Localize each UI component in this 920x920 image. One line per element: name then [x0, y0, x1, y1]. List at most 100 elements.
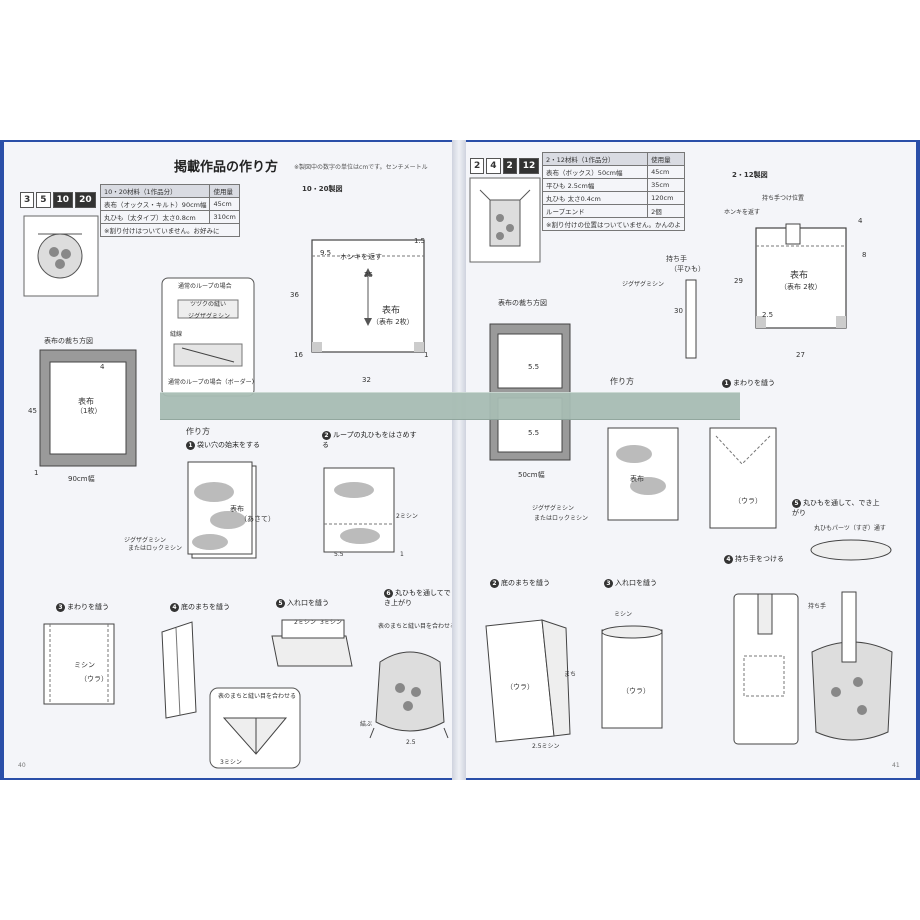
table-cell: 45cm	[209, 197, 240, 211]
pattern-part: 表布	[382, 306, 401, 316]
pattern-diagram	[755, 223, 847, 329]
item-tag: 2	[470, 158, 485, 174]
table-cell: ループエンド	[541, 204, 649, 218]
layout-dim: 1	[34, 469, 39, 477]
table-cell: 丸ひも 太さ0.4cm	[541, 191, 649, 205]
step-6-diagram	[369, 651, 449, 739]
table-cell: 35cm	[647, 178, 686, 192]
pattern-dim: 1.5	[414, 237, 426, 245]
pattern-dim: 9.5	[320, 249, 332, 257]
item-tag: 20	[75, 192, 96, 208]
step-label: （ウラ）	[506, 683, 534, 691]
pattern-label: 10・20製図	[302, 185, 343, 193]
step-5-diagram	[271, 619, 353, 667]
item-tag: 12	[518, 158, 540, 174]
pattern-label: 2・12製図	[732, 171, 768, 179]
item-tags: 3 5 10 20	[20, 192, 96, 208]
step-5-top-diagram	[810, 539, 892, 561]
pattern-part: （表布 2枚）	[780, 283, 822, 291]
pattern-dim: 16	[294, 351, 303, 359]
step-label: 持ち手	[808, 603, 827, 610]
strap-label: （平ひも）	[670, 265, 705, 273]
step-4-inset	[209, 687, 301, 769]
layout-dim: 5.5	[528, 363, 540, 371]
step-label: ジグザグミシン	[124, 537, 167, 544]
inset-label: 縫線	[170, 331, 183, 338]
table-header: 使用量	[209, 184, 240, 198]
layout-dim: 5.5	[528, 429, 540, 437]
item-tag: 4	[486, 158, 501, 174]
layout-dim: 90cm幅	[68, 475, 95, 483]
pattern-dim: 8	[862, 251, 867, 259]
table-cell: 表布（オックス・キルト）90cm幅	[99, 197, 211, 211]
loop-detail-inset	[161, 277, 255, 397]
step-4-diagram	[161, 621, 197, 719]
step-2-diagram	[323, 467, 395, 553]
book-gutter	[452, 140, 466, 780]
step-label: まち	[564, 671, 577, 678]
step-label: 5.5	[334, 551, 344, 558]
layout-dim: 4	[100, 363, 105, 371]
step-label: 3ミシン	[220, 759, 242, 766]
inset-label: ツヅクの縫い	[190, 301, 227, 308]
step-label: 2.5ミシン	[532, 743, 560, 750]
pattern-note: 持ち手つけ位置	[762, 195, 805, 202]
table-header: 2・12材料（1作品分）	[541, 152, 649, 166]
step-label: 1	[400, 551, 404, 558]
step-2-diagram	[485, 619, 571, 743]
pattern-diagram	[311, 239, 425, 353]
step-label: 表のまちと縫い目を合わせる	[378, 623, 456, 630]
inset-label: ジグザグミシン	[188, 313, 231, 320]
layout-part: （1枚）	[76, 407, 102, 415]
product-thumbnail	[23, 215, 99, 297]
pattern-dim: 25	[364, 271, 373, 279]
page-title: 掲載作品の作り方	[174, 160, 279, 175]
step-label: （ウラ）	[80, 675, 108, 683]
strap-label: ジグザグミシン	[622, 281, 665, 288]
item-tag: 3	[20, 192, 35, 208]
step-label: （ウラ）	[734, 497, 762, 505]
step-label: 2ミシン	[396, 513, 418, 520]
table-cell: 310cm	[209, 210, 240, 224]
item-tag: 5	[36, 192, 51, 208]
step-label: 2ミシン	[294, 619, 316, 626]
step-label: 3ミシン	[320, 619, 342, 626]
step-1-diagram-a	[607, 427, 679, 521]
step-1-diagram	[187, 461, 257, 559]
inset-label: 通常のループの場合	[178, 283, 232, 290]
layout-label: 表布の裁ち方図	[44, 337, 93, 345]
step-label: ミシン	[614, 611, 633, 618]
strap-label: 持ち手	[666, 255, 687, 263]
pattern-dim: 27	[796, 351, 805, 359]
pattern-dim: 1	[424, 351, 429, 359]
table-cell: ※割り付けはついていません。お好みに	[100, 223, 240, 237]
product-thumbnail	[469, 177, 541, 263]
table-cell: ※割り付けの位置はついていません。かんのよ	[541, 217, 686, 231]
step-label: （ウラ）	[622, 687, 650, 695]
strap-dim: 30	[674, 307, 683, 315]
step-label: ミシン	[74, 661, 95, 669]
step-label: ジグザグミシン	[532, 505, 575, 512]
step-3-diagram	[43, 623, 115, 705]
layout-label: 表布の裁ち方図	[498, 299, 547, 307]
layout-dim: 50cm幅	[518, 471, 545, 479]
table-header: 使用量	[647, 152, 686, 166]
layout-diagram	[39, 349, 137, 467]
table-cell: 45cm	[647, 165, 686, 179]
item-tag: 10	[52, 192, 74, 208]
left-page: 掲載作品の作り方 ※製図中の数字の単位はcmです。センチメートル 3 5 10 …	[4, 142, 456, 778]
table-cell: 2個	[647, 204, 686, 218]
pattern-dim: 36	[290, 291, 299, 299]
layout-part: 表布	[78, 397, 94, 406]
step-label: 表布	[230, 505, 244, 513]
step-label: 丸ひもパーツ（すぎ）通す	[814, 525, 886, 532]
step-4-diagram	[733, 593, 799, 745]
